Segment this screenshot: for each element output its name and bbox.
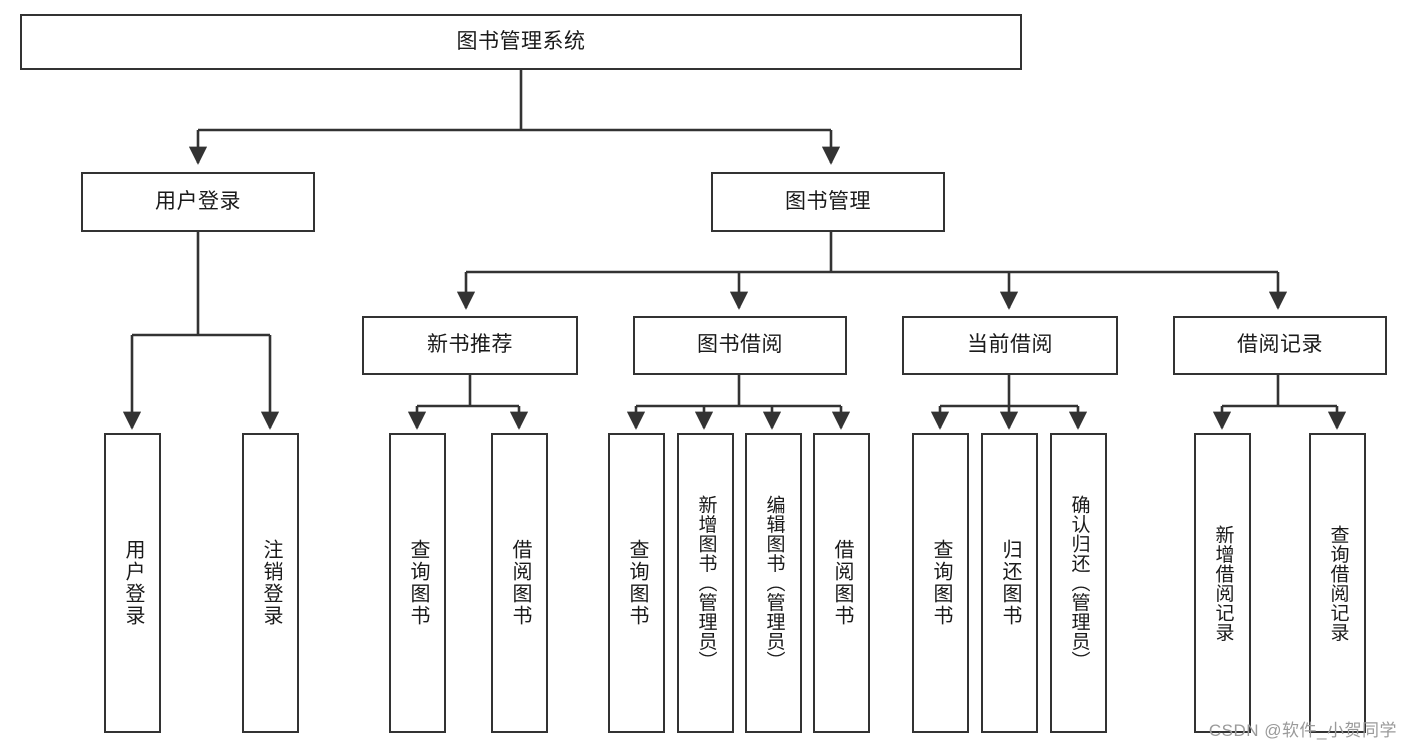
node-label: 编辑图书（管理员） (763, 495, 785, 671)
node-book-management[interactable]: 图书管理 (711, 172, 945, 232)
leaf-current-return-book[interactable]: 归还图书 (981, 433, 1038, 733)
node-label: 借阅图书 (831, 539, 853, 627)
node-label: 确认归还（管理员） (1068, 495, 1090, 671)
node-label: 查询借阅记录 (1327, 524, 1349, 642)
leaf-borrow-add-book-admin[interactable]: 新增图书（管理员） (677, 433, 734, 733)
node-book-borrow[interactable]: 图书借阅 (633, 316, 847, 375)
node-label: 借阅图书 (509, 539, 531, 627)
node-label: 新增图书（管理员） (695, 495, 717, 671)
node-label: 查询图书 (930, 539, 952, 627)
leaf-current-confirm-return-admin[interactable]: 确认归还（管理员） (1050, 433, 1107, 733)
leaf-current-query-book[interactable]: 查询图书 (912, 433, 969, 733)
node-label: 图书借阅 (697, 333, 783, 357)
leaf-user-login-logout[interactable]: 注销登录 (242, 433, 299, 733)
node-label: 当前借阅 (967, 333, 1053, 357)
node-borrow-record[interactable]: 借阅记录 (1173, 316, 1387, 375)
node-root-system[interactable]: 图书管理系统 (20, 14, 1022, 70)
watermark-text: CSDN @软件_小贺同学 (1208, 721, 1397, 740)
leaf-recommend-borrow-book[interactable]: 借阅图书 (491, 433, 548, 733)
node-label: 新增借阅记录 (1212, 524, 1234, 642)
node-new-book-recommend[interactable]: 新书推荐 (362, 316, 578, 375)
node-user-login[interactable]: 用户登录 (81, 172, 315, 232)
leaf-user-login-login[interactable]: 用户登录 (104, 433, 161, 733)
node-label: 借阅记录 (1237, 333, 1323, 357)
leaf-borrow-edit-book-admin[interactable]: 编辑图书（管理员） (745, 433, 802, 733)
node-label: 查询图书 (407, 539, 429, 627)
leaf-borrow-borrow-book[interactable]: 借阅图书 (813, 433, 870, 733)
leaf-borrow-query-book[interactable]: 查询图书 (608, 433, 665, 733)
node-label: 查询图书 (626, 539, 648, 627)
node-current-borrow[interactable]: 当前借阅 (902, 316, 1118, 375)
node-label: 用户登录 (155, 189, 241, 213)
node-label: 图书管理系统 (456, 29, 586, 53)
leaf-recommend-query-book[interactable]: 查询图书 (389, 433, 446, 733)
leaf-record-query-record[interactable]: 查询借阅记录 (1309, 433, 1366, 733)
leaf-record-add-record[interactable]: 新增借阅记录 (1194, 433, 1251, 733)
node-label: 用户登录 (122, 539, 144, 627)
node-label: 新书推荐 (427, 333, 513, 357)
node-label: 图书管理 (785, 189, 871, 213)
node-label: 注销登录 (260, 539, 282, 627)
node-label: 归还图书 (999, 539, 1021, 627)
